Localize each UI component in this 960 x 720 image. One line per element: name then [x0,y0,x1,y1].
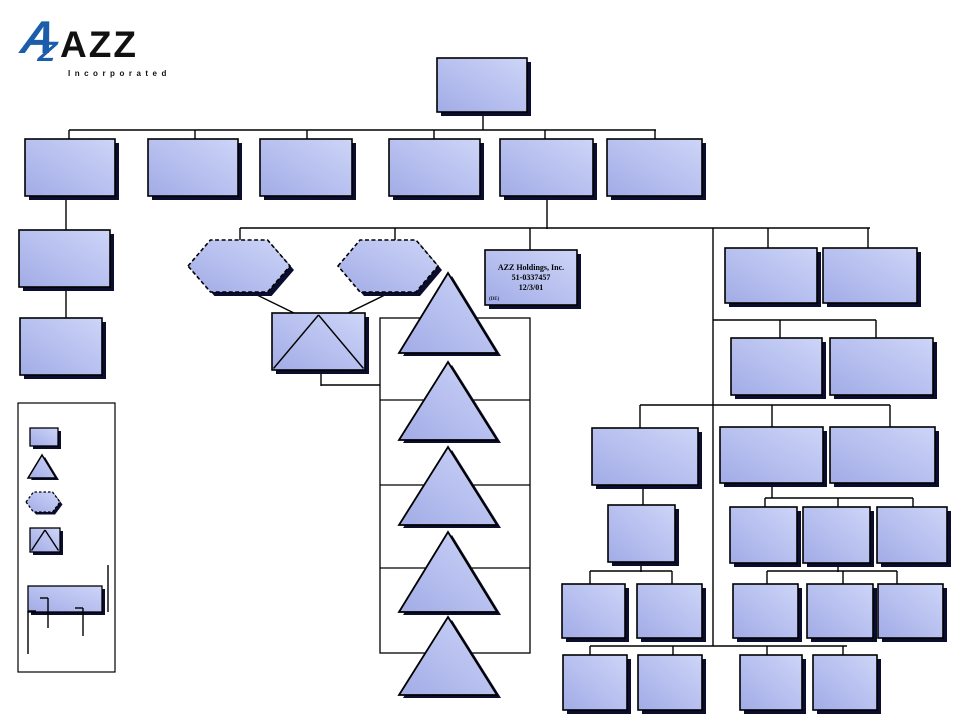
box-right-i [729,506,798,564]
hexagon-node-1 [186,239,292,293]
envelope-node-fold [272,314,320,369]
azz-logo: A Z AZZ Incorporated [17,11,172,84]
legend-envelope-icon-fold [44,529,60,551]
box-row2-6 [606,138,703,197]
triangle-node-2 [397,360,499,441]
box-right-d [829,337,934,396]
box-right-s [739,654,803,711]
box-right-m [636,583,703,639]
connector-line [345,292,390,315]
box-right-b [822,247,918,304]
triangle-node-1 [397,271,499,354]
logo-subtitle: Incorporated [68,69,171,78]
box-right-r [637,654,703,711]
logo-monogram-z-icon: Z [36,36,59,67]
box-row2-4 [388,138,481,197]
box-row2-5 [499,138,594,197]
box-right-g [829,426,936,484]
hexagon-node-2 [336,239,440,293]
envelope-node [271,312,366,371]
box-holdings [484,249,578,306]
triangle-node-3 [397,445,499,526]
box-row2-2 [147,138,239,197]
box-row2-3 [259,138,353,197]
legend-envelope-icon [29,527,61,553]
box-top [436,57,528,113]
legend-rectangle-icon [29,427,59,447]
box-right-c [730,337,823,396]
triangle-node-5 [397,615,499,696]
box-right-a [724,247,818,304]
connector-line [252,292,297,315]
legend-group-icon [27,585,103,613]
legend-hexagon-icon [25,491,61,513]
box-right-f [719,426,824,484]
box-row2-1 [24,138,116,197]
legend-envelope-icon-fold [30,529,46,551]
box-right-k [876,506,948,564]
box-right-l [561,583,626,639]
box-right-o [806,583,874,639]
box-right-q [562,654,628,711]
triangle-node-4 [397,530,499,613]
box-right-n [732,583,799,639]
box-right-e [591,427,699,486]
box-left-1 [18,229,111,288]
box-right-p [877,583,944,639]
box-left-2 [19,317,103,376]
box-right-h [607,504,676,563]
envelope-node-fold [317,314,365,369]
box-right-j [802,506,871,564]
logo-wordmark: AZZ [60,24,138,65]
legend-triangle-icon [26,453,58,479]
box-right-t [812,654,878,711]
